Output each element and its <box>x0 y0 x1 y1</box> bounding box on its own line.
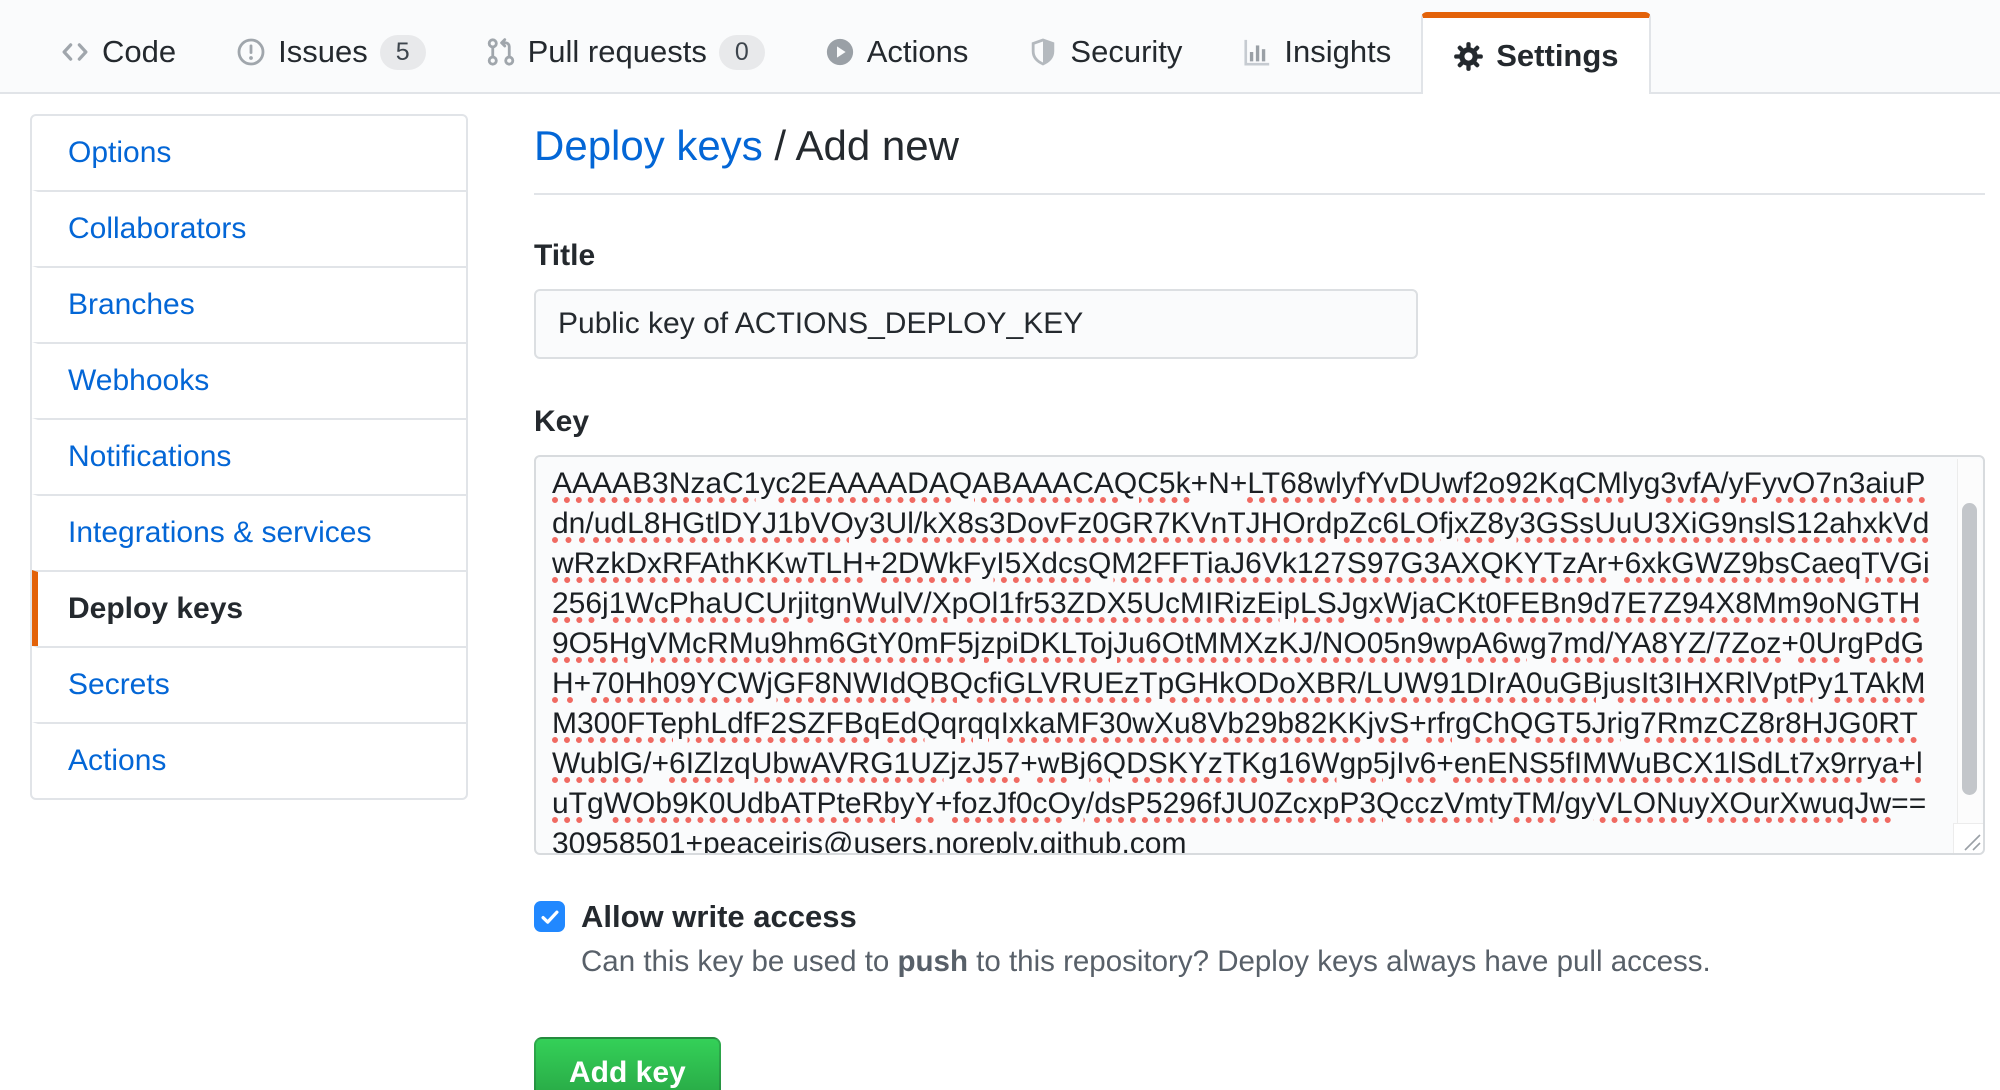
page-title: Deploy keys / Add new <box>534 120 1985 173</box>
allow-write-access-label[interactable]: Allow write access <box>581 898 857 934</box>
tab-label: Actions <box>866 34 969 69</box>
sidebar-item-notifications[interactable]: Notifications <box>32 418 466 494</box>
tab-pull-requests[interactable]: Pull requests 0 <box>456 12 795 92</box>
sidebar-item-webhooks[interactable]: Webhooks <box>32 342 466 418</box>
sidebar-item-branches[interactable]: Branches <box>32 266 466 342</box>
header-divider <box>534 192 1985 195</box>
issue-opened-icon <box>236 37 266 67</box>
title-label: Title <box>534 238 596 272</box>
deploy-keys-breadcrumb-link[interactable]: Deploy keys <box>534 122 763 169</box>
tab-actions[interactable]: Actions <box>795 12 999 92</box>
key-label: Key <box>534 404 590 438</box>
gear-icon <box>1453 41 1484 72</box>
breadcrumb-current: Add new <box>795 122 959 169</box>
repo-tab-nav: Code Issues 5 Pull requests 0 <box>0 0 2000 94</box>
graph-icon <box>1242 37 1272 67</box>
issues-counter-badge: 5 <box>379 34 426 70</box>
sidebar-item-collaborators[interactable]: Collaborators <box>32 190 466 266</box>
code-icon <box>60 37 90 67</box>
settings-sidebar: Options Collaborators Branches Webhooks … <box>30 114 468 800</box>
sidebar-item-options[interactable]: Options <box>68 136 172 169</box>
breadcrumb-separator: / <box>762 122 796 169</box>
settings-page: Options Collaborators Branches Webhooks … <box>0 94 2000 1090</box>
sidebar-item-actions[interactable]: Actions <box>32 722 466 798</box>
tab-label: Insights <box>1284 34 1392 69</box>
key-text: AAAAB3NzaC1yc2EAAAADAQABAAACAQC5k+N+LT68… <box>552 466 1935 855</box>
git-pull-request-icon <box>486 37 516 67</box>
tab-label: Pull requests <box>527 34 707 69</box>
tab-security[interactable]: Security <box>998 12 1212 92</box>
tab-settings[interactable]: Settings <box>1421 12 1651 94</box>
tab-code[interactable]: Code <box>30 12 206 92</box>
tab-label: Security <box>1070 34 1183 69</box>
add-key-button[interactable]: Add key <box>534 1036 721 1090</box>
sidebar-item-secrets[interactable]: Secrets <box>32 646 466 722</box>
allow-write-access-row: Allow write access <box>534 899 1985 935</box>
sidebar-item-deploy-keys[interactable]: Deploy keys <box>32 570 466 646</box>
tab-label: Settings <box>1496 38 1619 73</box>
play-icon <box>825 37 855 67</box>
textarea-scrollbar-thumb[interactable] <box>1962 502 1977 795</box>
shield-icon <box>1028 37 1058 67</box>
sidebar-item-integrations-services[interactable]: Integrations & services <box>32 494 466 570</box>
pull-requests-counter-badge: 0 <box>718 34 765 70</box>
tab-label: Issues <box>278 34 368 69</box>
key-textarea[interactable]: AAAAB3NzaC1yc2EAAAADAQABAAACAQC5k+N+LT68… <box>534 454 1985 855</box>
title-input[interactable] <box>534 288 1418 359</box>
textarea-resize-handle[interactable] <box>1953 822 1983 853</box>
tab-insights[interactable]: Insights <box>1212 12 1421 92</box>
tab-issues[interactable]: Issues 5 <box>206 12 456 92</box>
tab-label: Code <box>102 34 177 69</box>
write-access-note: Can this key be used to push to this rep… <box>581 944 1711 978</box>
textarea-scrollbar-track[interactable] <box>1957 458 1981 823</box>
main-content: Deploy keys / Add new Title Key AAAAB3Nz… <box>534 114 1985 1090</box>
allow-write-access-checkbox[interactable] <box>534 901 565 932</box>
